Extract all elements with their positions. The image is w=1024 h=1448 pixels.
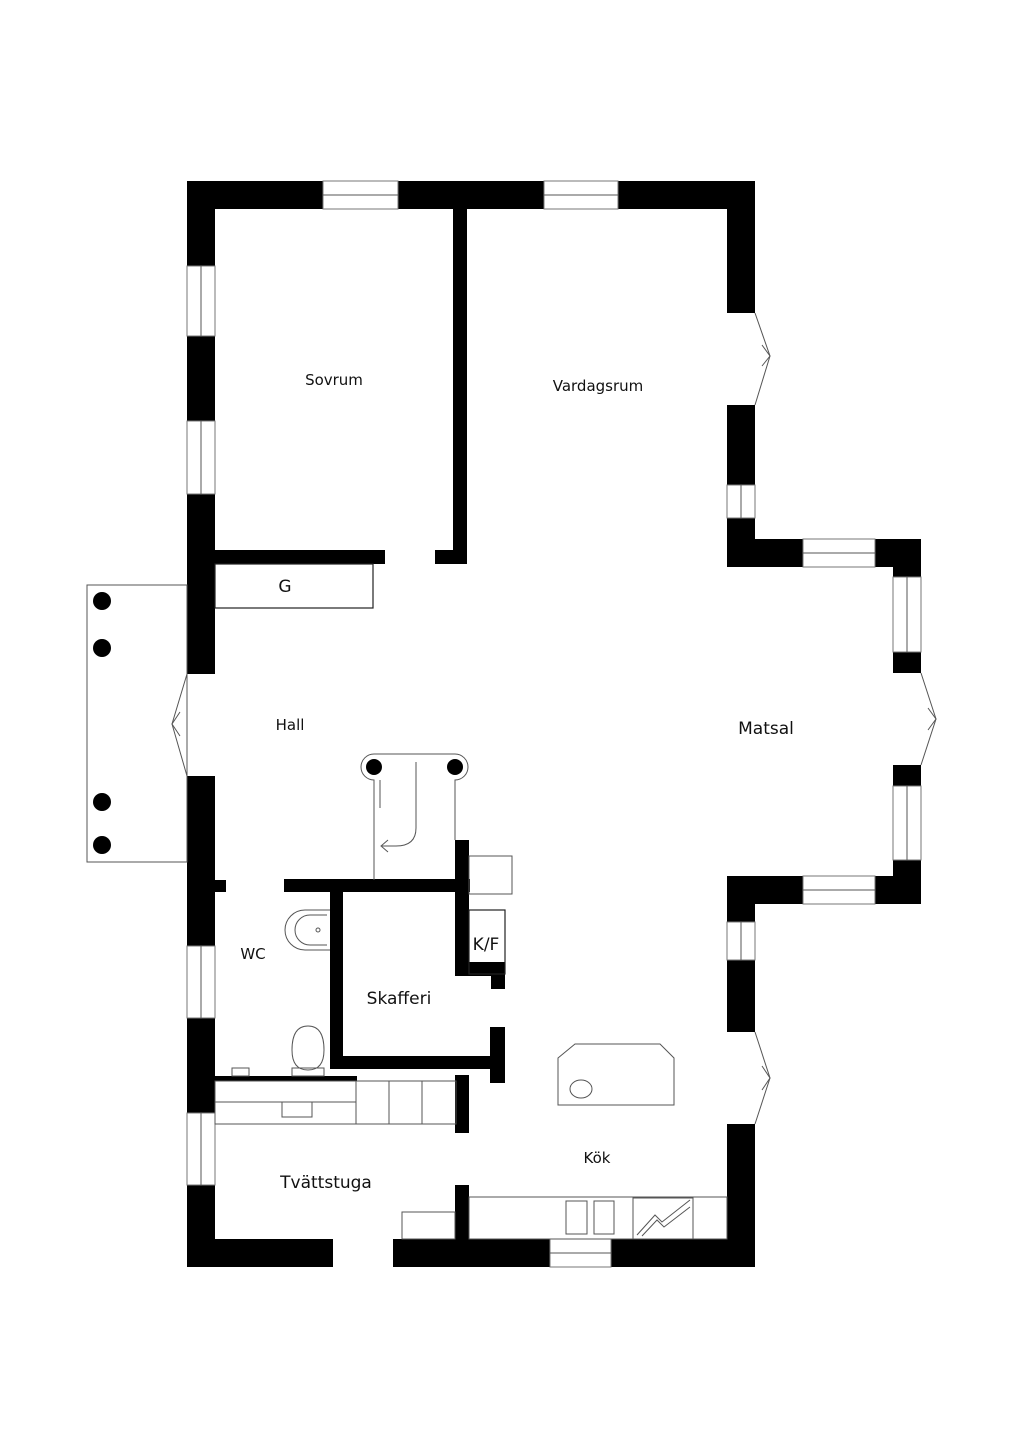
room-label-vardagsrum: Vardagsrum xyxy=(553,377,644,395)
porch xyxy=(86,584,188,863)
chimney xyxy=(468,855,513,895)
room-label-skafferi: Skafferi xyxy=(367,989,432,1009)
laundry-sink xyxy=(401,1211,456,1240)
staircase xyxy=(360,753,469,880)
room-label-matsal: Matsal xyxy=(738,719,794,739)
porch-column xyxy=(93,639,111,657)
kitchen-sink xyxy=(565,1200,588,1235)
exterior-walls xyxy=(187,181,921,1267)
interior-walls xyxy=(213,206,505,1267)
room-label-sovrum: Sovrum xyxy=(305,371,363,389)
wardrobe xyxy=(214,563,374,609)
kitchen-sink xyxy=(593,1200,615,1235)
toilet xyxy=(291,1025,325,1077)
washbasin xyxy=(284,909,330,951)
laundry-counter xyxy=(214,1080,457,1125)
room-label-kok: Kök xyxy=(584,1149,611,1167)
kitchen-island xyxy=(557,1043,675,1106)
room-label-wc: WC xyxy=(240,945,265,963)
windows xyxy=(186,180,922,1268)
exterior-doors xyxy=(171,312,937,1125)
kitchen-counter xyxy=(468,1196,728,1240)
stove xyxy=(632,1197,694,1240)
room-labels: Sovrum Vardagsrum Hall Matsal WC Skaffer… xyxy=(240,371,794,1193)
fixtures xyxy=(86,563,728,1240)
porch-column xyxy=(93,592,111,610)
fixture-label-kyl-frys: K/F xyxy=(473,935,500,955)
fridge-freezer xyxy=(468,909,506,975)
porch-column xyxy=(93,836,111,854)
fixture-label-garderob: G xyxy=(278,577,291,597)
porch-column xyxy=(93,793,111,811)
room-label-hall: Hall xyxy=(276,716,305,734)
room-label-tvattstuga: Tvättstuga xyxy=(279,1173,372,1193)
